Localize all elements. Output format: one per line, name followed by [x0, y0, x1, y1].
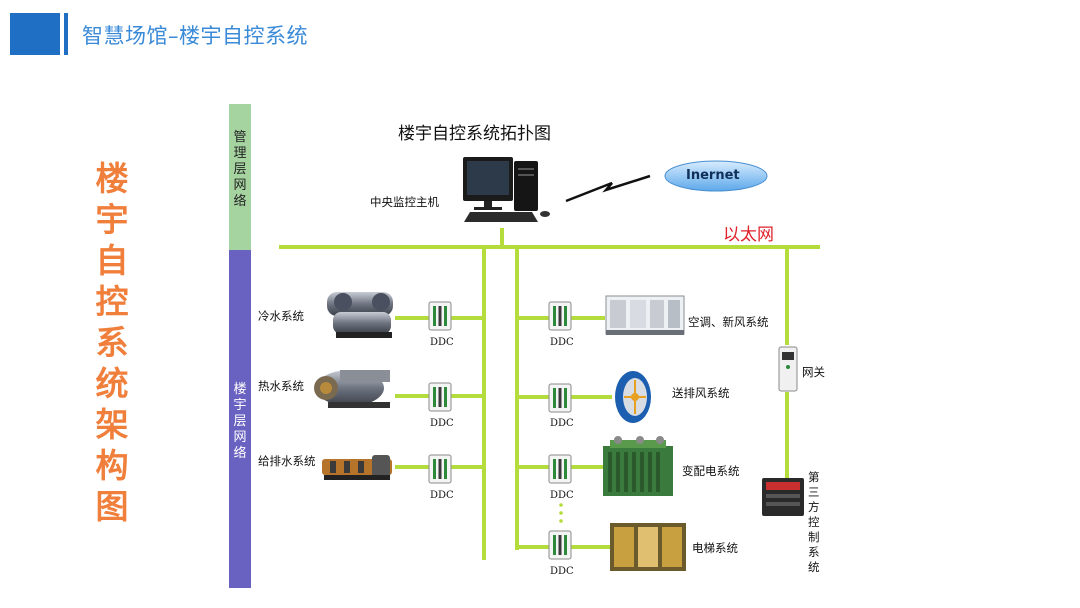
air-handling-unit-icon — [605, 295, 685, 335]
ddc-label: DDC — [550, 337, 574, 348]
central-host-label: 中央监控主机 — [370, 195, 439, 209]
elevator-icon — [610, 523, 686, 571]
hvac-system-label: 空调、新风系统 — [688, 315, 769, 329]
third-party-system-label: 第三方控制系统 — [808, 470, 820, 574]
ddc-label: DDC — [550, 490, 574, 501]
gateway-label: 网关 — [802, 365, 825, 379]
side-title-char: 宇 — [95, 200, 129, 239]
side-title-char: 统 — [95, 364, 129, 403]
water-supply-system-label: 给排水系统 — [258, 454, 316, 468]
hot-water-system-label: 热水系统 — [258, 379, 304, 393]
boiler-icon — [314, 370, 390, 408]
management-layer-label: 管理层网络 — [233, 130, 247, 209]
ethernet-label: 以太网 — [723, 225, 774, 245]
ventilation-system-label: 送排风系统 — [672, 386, 730, 400]
elevator-system-label: 电梯系统 — [692, 541, 738, 555]
power-distribution-system-label: 变配电系统 — [682, 464, 740, 478]
side-title: 楼 宇 自 控 系 统 架 构 图 — [92, 158, 132, 527]
side-title-char: 系 — [95, 323, 129, 362]
building-layer-label: 楼宇层网络 — [233, 382, 247, 461]
ddc-controller-icon — [548, 301, 572, 331]
building-layer-bar — [229, 250, 251, 588]
ddc-controller-icon — [428, 382, 452, 412]
side-title-char: 控 — [95, 282, 129, 321]
side-title-char: 架 — [95, 405, 129, 444]
ddc-controller-icon — [428, 301, 452, 331]
side-title-char: 构 — [95, 446, 129, 485]
water-pump-icon — [322, 455, 392, 480]
header-divider — [64, 13, 68, 55]
ddc-label: DDC — [550, 566, 574, 577]
ddc-label: DDC — [550, 418, 574, 429]
computer-icon — [463, 157, 550, 222]
third-party-controller-icon — [762, 478, 804, 516]
side-title-char: 自 — [95, 241, 129, 280]
ddc-label: DDC — [430, 490, 454, 501]
internet-cloud-icon — [664, 160, 768, 192]
page-title: 智慧场馆–楼宇自控系统 — [82, 24, 308, 48]
ddc-label: DDC — [430, 418, 454, 429]
ddc-controller-icon — [548, 454, 572, 484]
ddc-controller-icon — [548, 383, 572, 413]
side-title-char: 楼 — [95, 159, 129, 198]
ddc-label: DDC — [430, 337, 454, 348]
chiller-icon — [327, 292, 393, 338]
chiller-system-label: 冷水系统 — [258, 309, 304, 323]
side-title-char: 图 — [95, 487, 129, 526]
ddc-controller-icon — [548, 530, 572, 560]
ddc-controller-icon — [428, 454, 452, 484]
diagram-title: 楼宇自控系统拓扑图 — [398, 124, 551, 144]
header-logo-block — [10, 13, 60, 55]
internet-label: Inernet — [686, 168, 740, 183]
transformer-icon — [603, 436, 673, 496]
management-layer-bar — [229, 104, 251, 250]
gateway-icon — [778, 346, 798, 392]
exhaust-fan-icon — [615, 371, 651, 423]
